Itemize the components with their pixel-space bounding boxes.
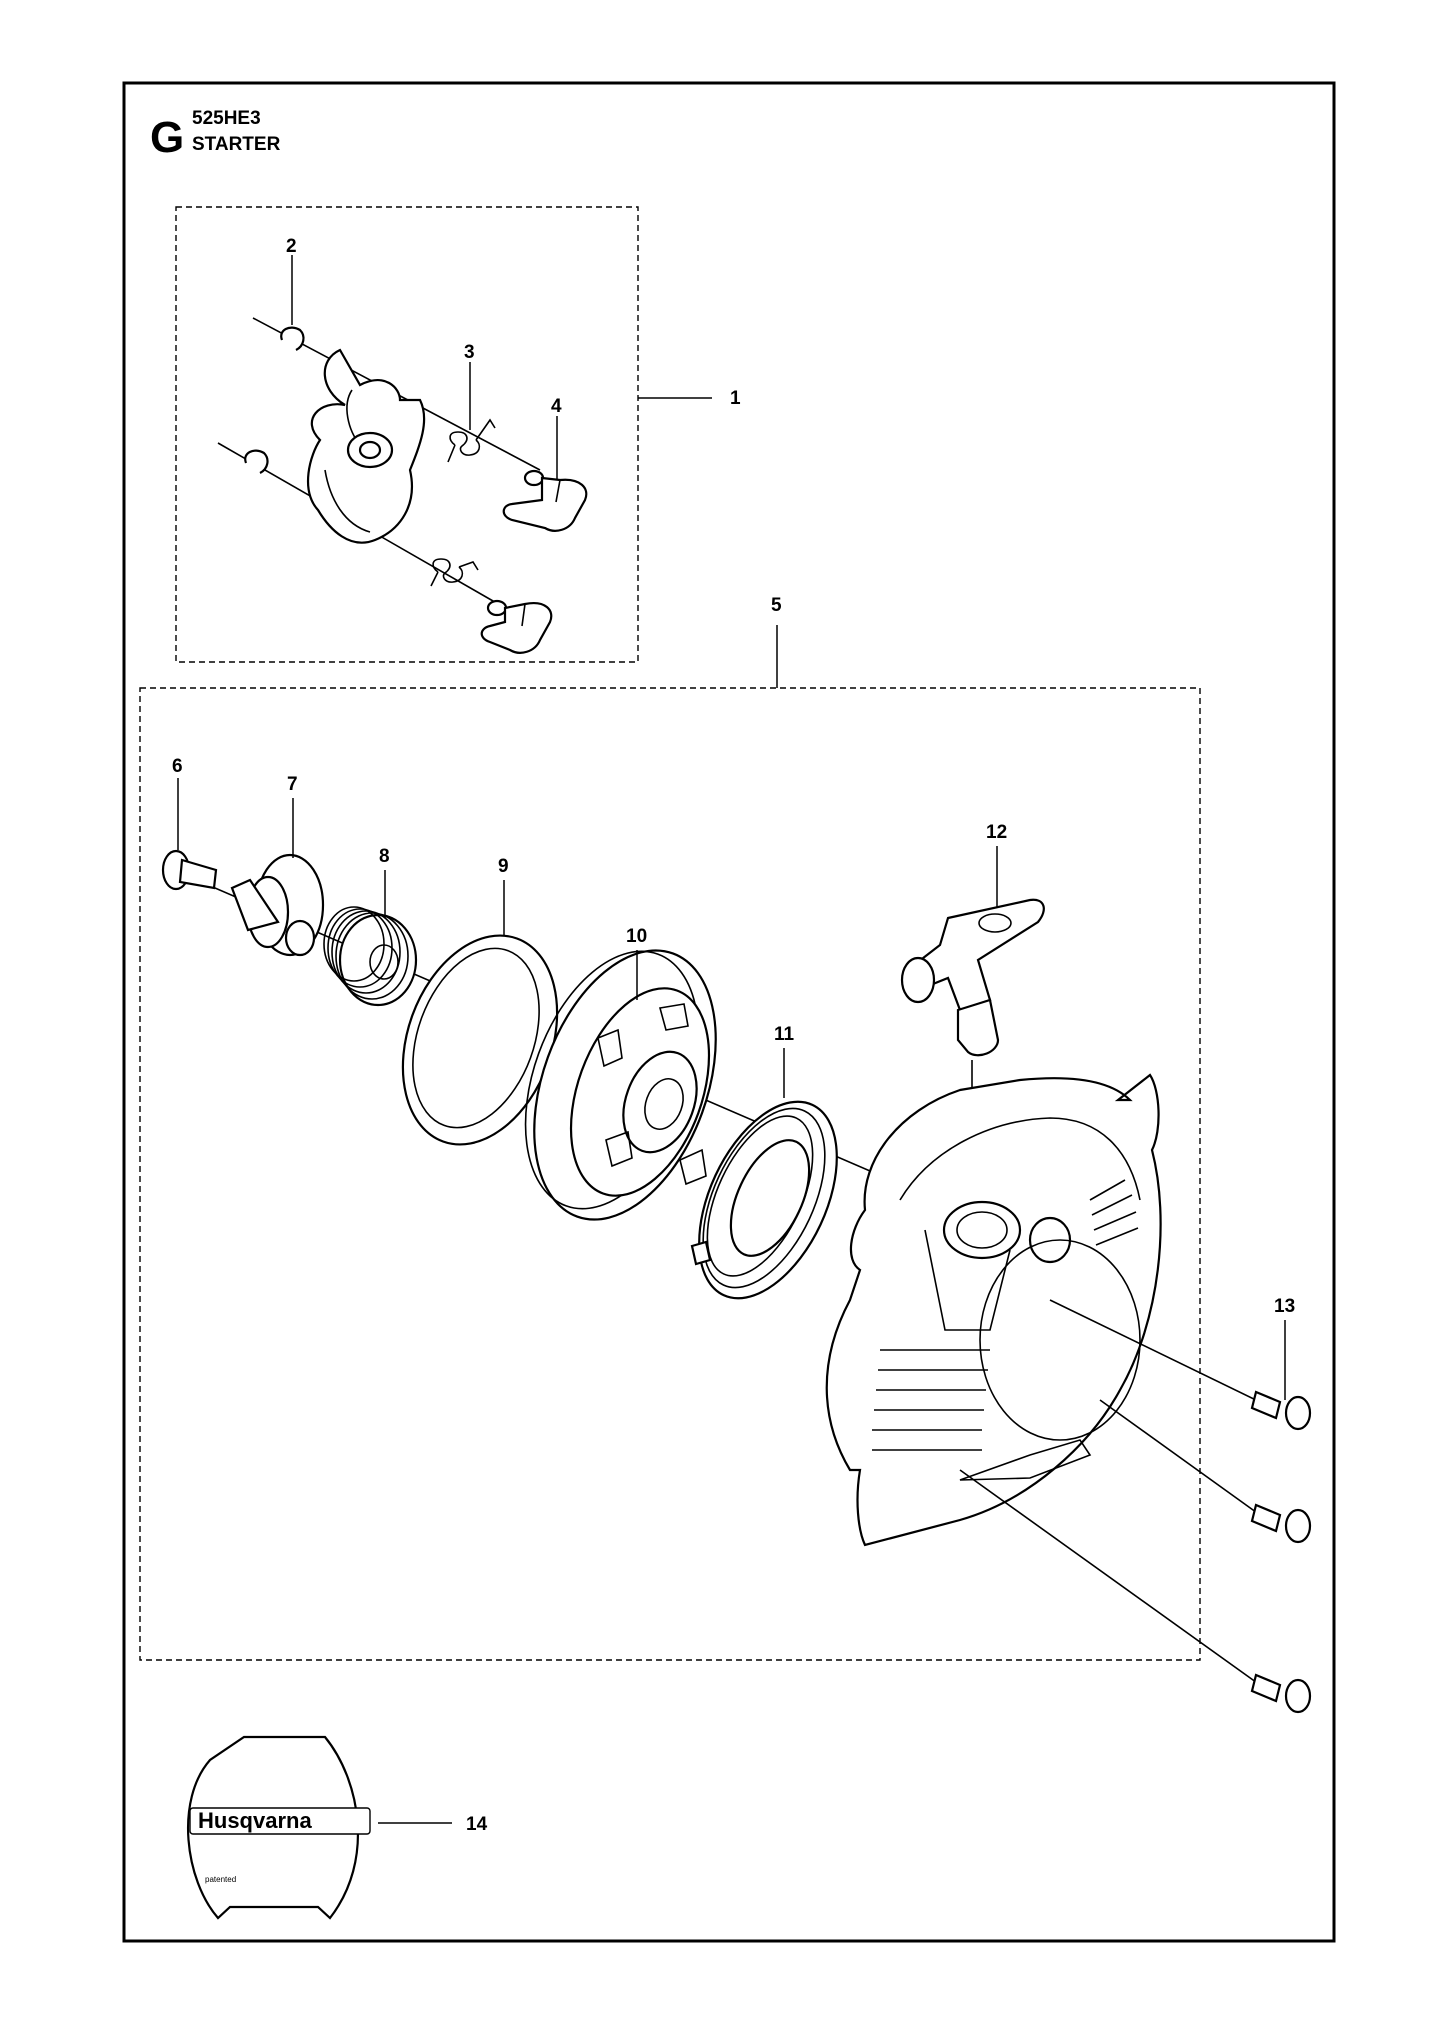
pawl-upper [502, 469, 588, 532]
callout-8: 8 [379, 846, 390, 867]
starter-assembly [161, 849, 1312, 1714]
starter-housing [825, 1073, 1162, 1547]
leader-lines [177, 255, 1286, 1824]
rope-pulley [524, 949, 717, 1221]
screw-3 [1250, 1673, 1312, 1714]
callout-labels: 1 2 3 4 5 6 7 8 9 10 11 12 13 14 [172, 236, 1295, 1835]
callout-1: 1 [730, 388, 741, 409]
callout-5: 5 [771, 595, 782, 616]
decal-brand: Husqvarna [198, 1808, 312, 1833]
callout-4: 4 [551, 396, 562, 417]
starter-handle [900, 898, 1045, 1110]
group-box-5 [139, 687, 1201, 1661]
starter-hub [230, 853, 325, 957]
decal: Husqvarna patented [186, 1735, 371, 1920]
screw-1 [1250, 1390, 1312, 1431]
callout-2: 2 [286, 236, 297, 257]
center-bolt [161, 849, 218, 891]
group-box-1 [175, 206, 639, 663]
callout-6: 6 [172, 756, 183, 777]
screw-2 [1250, 1503, 1312, 1544]
recoil-spring [690, 1100, 838, 1300]
callout-13: 13 [1274, 1296, 1295, 1317]
pawl-assembly [217, 317, 588, 654]
pawl-lower [480, 599, 553, 654]
model-number: 525HE3 [192, 108, 261, 129]
callout-12: 12 [986, 822, 1007, 843]
pulley-ring [401, 934, 559, 1146]
callout-7: 7 [287, 774, 298, 795]
callout-14: 14 [466, 1814, 488, 1835]
page-frame [122, 81, 1336, 1943]
spring-lower [430, 558, 479, 587]
section-title: STARTER [192, 134, 281, 155]
hub-spring [323, 906, 418, 1007]
section-letter: G [150, 113, 184, 162]
callout-10: 10 [626, 926, 647, 947]
header: G 525HE3 STARTER [150, 108, 281, 162]
decal-small-text: patented [205, 1875, 236, 1884]
callout-3: 3 [464, 342, 475, 363]
callout-9: 9 [498, 856, 509, 877]
callout-11: 11 [774, 1024, 795, 1045]
spring-upper [447, 418, 496, 463]
